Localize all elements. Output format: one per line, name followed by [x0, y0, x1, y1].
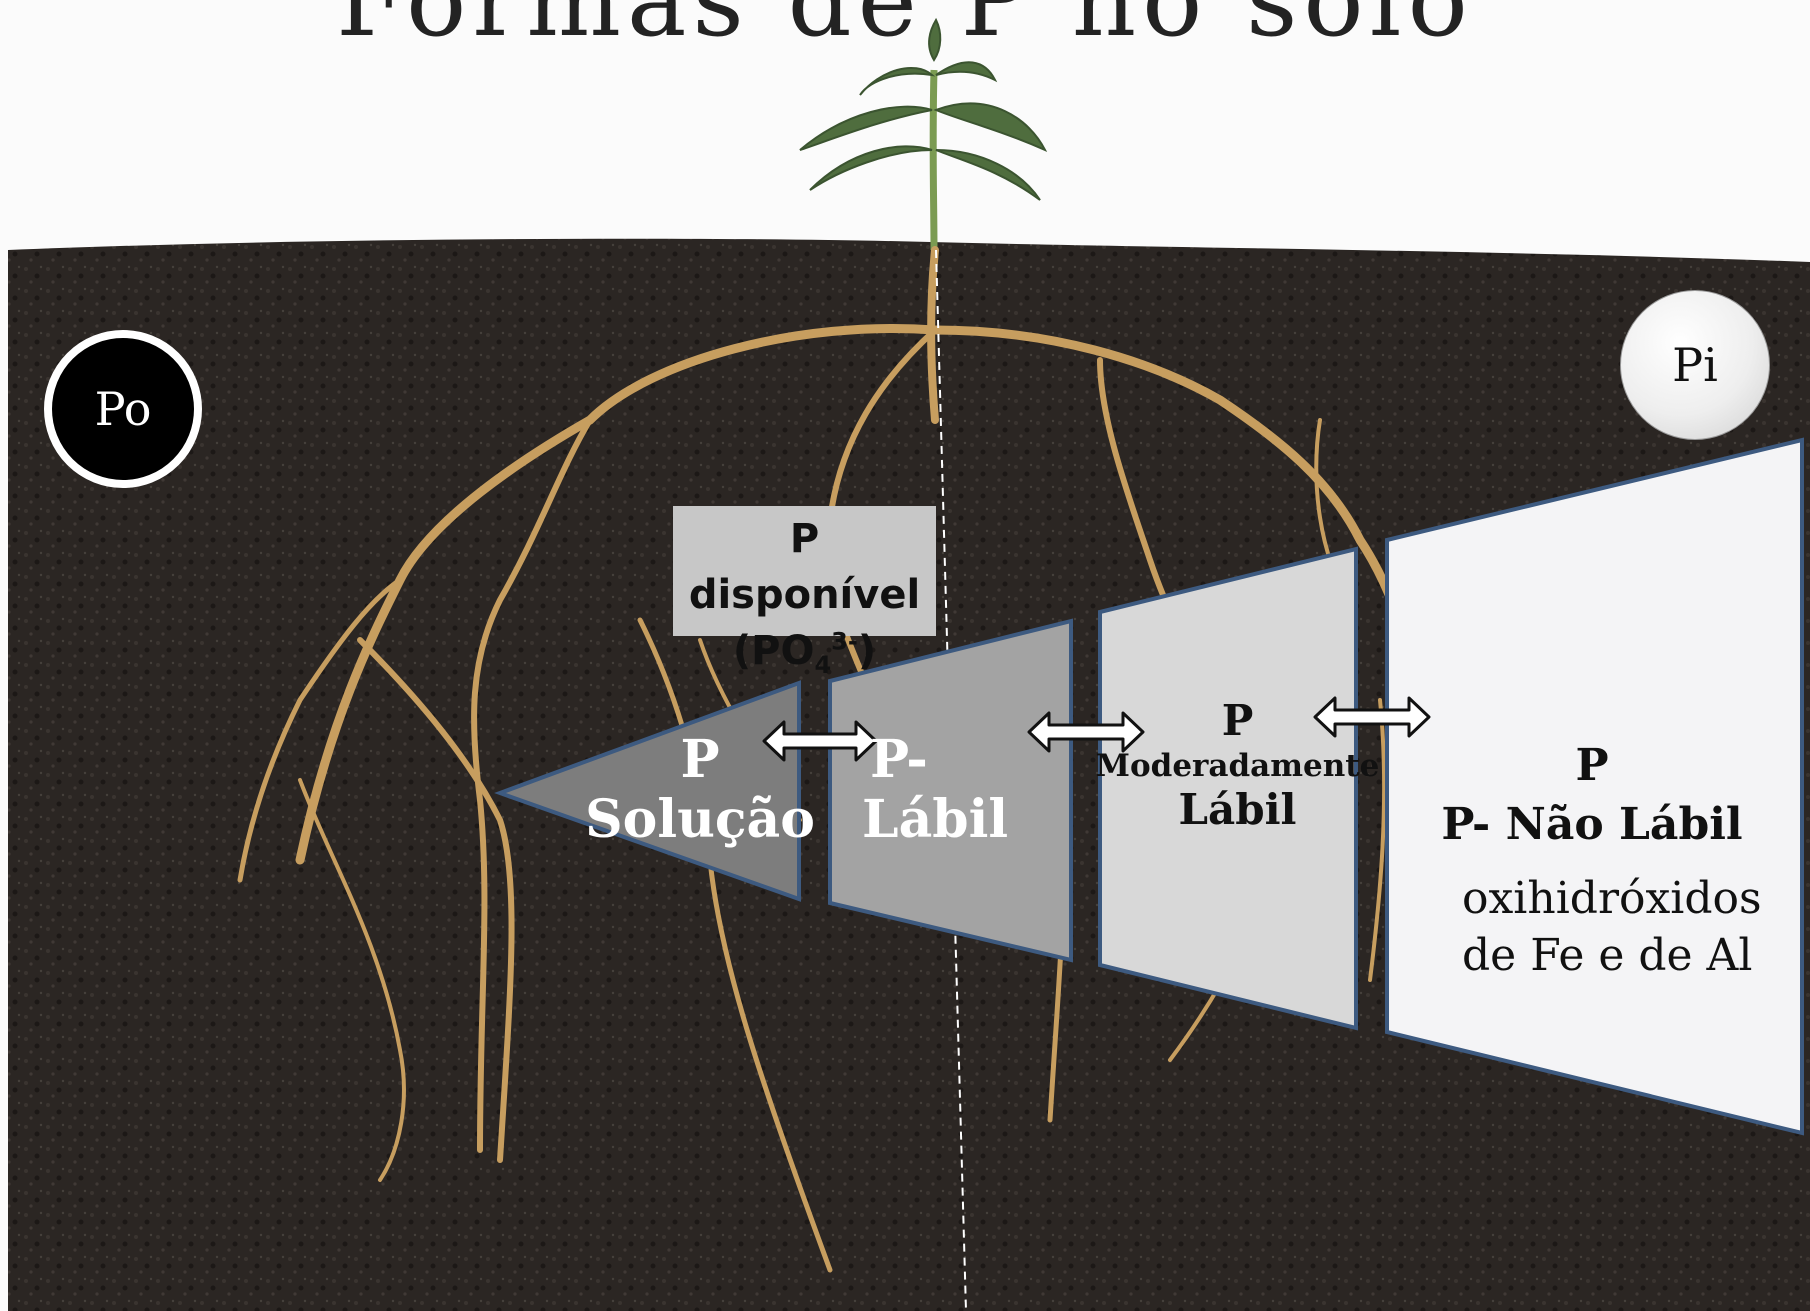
po-label: Po	[95, 382, 152, 436]
organic-phosphorus-circle: Po	[44, 330, 202, 488]
pool-moderado-label: P Moderadamente Lábil	[1060, 696, 1415, 834]
available-phosphorus-title: P disponível	[673, 511, 936, 623]
pool-labil-label: P- Lábil	[862, 730, 1027, 850]
pi-label: Pi	[1672, 338, 1718, 392]
available-phosphorus-formula: (PO43-)	[673, 623, 936, 679]
available-phosphorus-box: P disponível (PO43-)	[673, 506, 936, 636]
inorganic-phosphorus-circle: Pi	[1620, 290, 1770, 440]
pool-solucao-label: P Solução	[575, 730, 825, 850]
page-title-fragment: Formas de P no solo	[0, 0, 1810, 59]
pool-nao-labil-label: P P- Não Lábil	[1412, 736, 1772, 854]
pool-nao-labil-description: oxihidróxidos de Fe e de Al	[1462, 870, 1762, 984]
